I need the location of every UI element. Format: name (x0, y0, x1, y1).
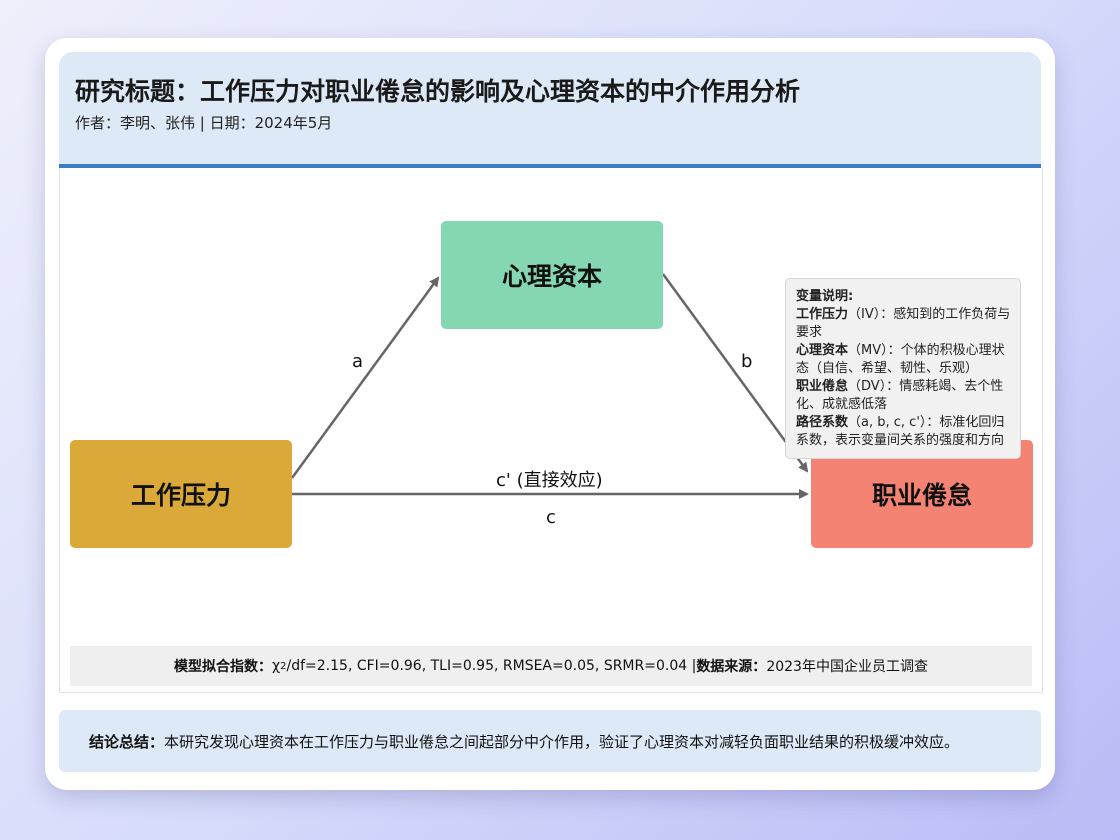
fit-values: /df=2.15, CFI=0.96, TLI=0.95, RMSEA=0.05… (286, 658, 697, 674)
page-title: 研究标题：工作压力对职业倦怠的影响及心理资本的中介作用分析 (75, 77, 801, 106)
variable-legend: 变量说明: 工作压力（IV）：感知到的工作负荷与要求 心理资本（MV）：个体的积… (785, 278, 1021, 459)
fit-chi-sup: 2 (280, 660, 287, 672)
author-date: 作者：李明、张伟 | 日期：2024年5月 (75, 114, 333, 132)
legend-term: 工作压力 (796, 307, 849, 322)
path-label-c: c (546, 507, 556, 528)
legend-title: 变量说明: (796, 289, 854, 304)
legend-desc: （IV）：感知到的工作负荷与要求 (796, 307, 1011, 340)
legend-item: 工作压力（IV）：感知到的工作负荷与要求 (796, 306, 1012, 342)
path-label-b: b (741, 351, 753, 372)
legend-item: 心理资本（MV）：个体的积极心理状态（自信、希望、韧性、乐观） (796, 342, 1012, 378)
source-label: 数据来源： (696, 659, 767, 675)
source-value: 2023年中国企业员工调查 (766, 659, 928, 675)
legend-term: 路径系数 (796, 415, 849, 430)
path-label-a: a (352, 351, 364, 372)
poster-card: 研究标题：工作压力对职业倦怠的影响及心理资本的中介作用分析 作者：李明、张伟 |… (45, 38, 1055, 790)
path-b-arrow (661, 273, 809, 473)
legend-item: 路径系数（a, b, c, c'）：标准化回归系数，表示变量间关系的强度和方向 (796, 414, 1012, 450)
conclusion-box: 结论总结： 本研究发现心理资本在工作压力与职业倦怠之间起部分中介作用，验证了心理… (59, 710, 1041, 772)
path-label-c-prime: c' (直接效应) (496, 470, 603, 491)
legend-desc: （MV）：个体的积极心理状态（自信、希望、韧性、乐观） (796, 343, 1005, 376)
legend-term: 心理资本 (796, 343, 849, 358)
legend-desc: （DV）：情感耗竭、去个性化、成就感低落 (796, 379, 1004, 412)
node-work-stress: 工作压力 (70, 440, 292, 548)
path-arrows (290, 273, 809, 499)
fit-label: 模型拟合指数： (174, 659, 273, 675)
legend-desc: （a, b, c, c'）：标准化回归系数，表示变量间关系的强度和方向 (796, 415, 1005, 448)
conclusion-text: 本研究发现心理资本在工作压力与职业倦怠之间起部分中介作用，验证了心理资本对减轻负… (164, 732, 960, 751)
fit-chi: χ (272, 658, 281, 674)
node-psychological-capital: 心理资本 (441, 221, 663, 329)
legend-item: 职业倦怠（DV）：情感耗竭、去个性化、成就感低落 (796, 378, 1012, 414)
conclusion-label: 结论总结： (89, 732, 165, 751)
header: 研究标题：工作压力对职业倦怠的影响及心理资本的中介作用分析 作者：李明、张伟 |… (59, 52, 1041, 168)
legend-term: 职业倦怠 (796, 379, 849, 394)
mediation-diagram: 心理资本 工作压力 职业倦怠 a b c' (直接效应) c 变量说明: 工作压… (59, 168, 1043, 693)
path-a-arrow (290, 276, 440, 479)
